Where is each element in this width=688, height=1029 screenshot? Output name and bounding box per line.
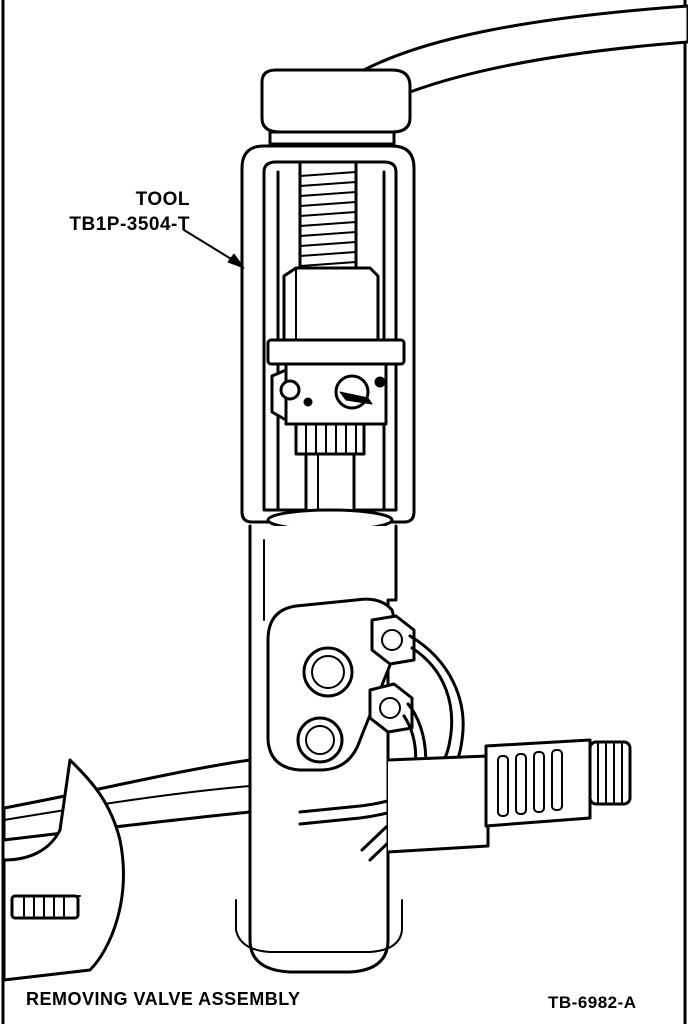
adapter-side <box>272 370 286 420</box>
cross-bar <box>268 340 404 364</box>
rack-housing-right <box>388 756 488 852</box>
wrench-head <box>262 70 410 132</box>
rack-housing-left <box>4 760 250 840</box>
wrench-handle <box>360 6 688 92</box>
rack-end-cylinder <box>486 740 590 826</box>
callout-arrowhead <box>228 254 244 268</box>
rack-threaded-end <box>590 742 630 804</box>
rack-boot <box>4 760 123 980</box>
figure-caption: REMOVING VALVE ASSEMBLY <box>26 989 301 1009</box>
callout-tool-label: TOOL <box>135 189 190 210</box>
housing-base <box>236 900 402 952</box>
splined-coupling <box>296 424 364 454</box>
valve-shaft <box>306 454 354 518</box>
set-screw-left <box>281 381 299 399</box>
hex-nut <box>284 268 378 340</box>
wrench-collar <box>270 132 394 144</box>
figure-id: TB-6982-A <box>548 993 637 1012</box>
callout-part-number: TB1P-3504-T <box>69 214 190 235</box>
screw-threads <box>300 172 356 266</box>
callout-leader <box>184 230 236 262</box>
